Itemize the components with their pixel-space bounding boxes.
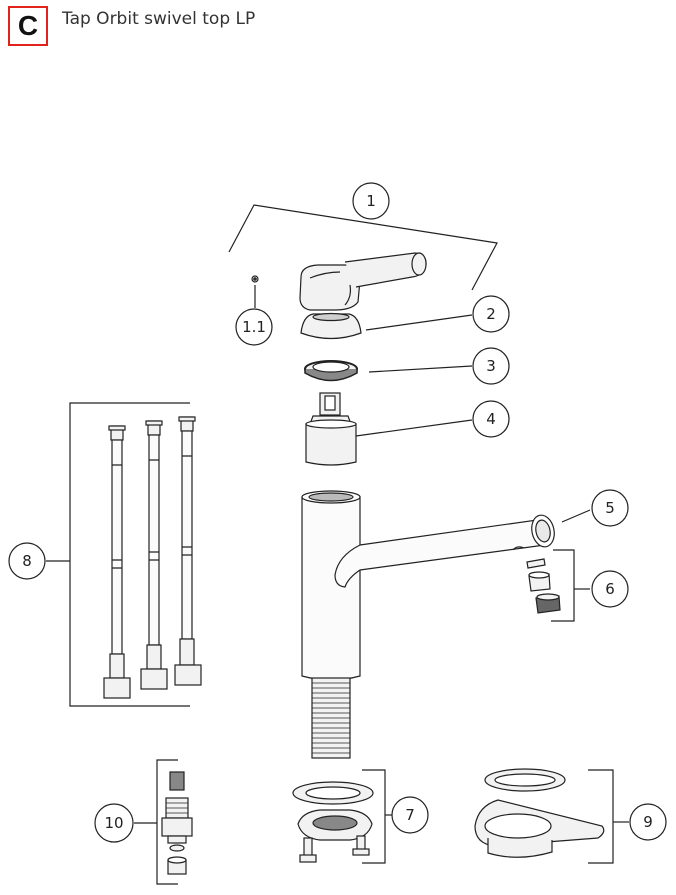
callout-1-1: 1.1	[235, 308, 273, 346]
locking-nut-part	[304, 360, 358, 382]
callout-label: 6	[605, 580, 615, 598]
callout-label: 10	[104, 814, 123, 832]
leader-lines	[46, 285, 629, 824]
mounting-kit-part	[292, 769, 386, 864]
check-valve-part	[156, 759, 193, 885]
callout-label: 1	[366, 192, 376, 210]
callout-label: 2	[486, 305, 496, 323]
callout-label: 4	[486, 410, 496, 428]
callout-label: 9	[643, 813, 653, 831]
callout-7: 7	[391, 796, 429, 834]
callout-label: 1.1	[242, 318, 266, 336]
bracket-1	[228, 204, 498, 291]
callout-5: 5	[591, 489, 629, 527]
callout-label: 5	[605, 499, 615, 517]
grub-screw-part	[251, 275, 259, 283]
callout-6: 6	[591, 570, 629, 608]
callout-label: 7	[405, 806, 415, 824]
callout-10: 10	[94, 803, 134, 843]
callout-4: 4	[472, 400, 510, 438]
section-badge: C	[8, 6, 48, 46]
lever-handle-part	[299, 252, 427, 311]
flexible-hoses-part	[69, 402, 202, 707]
threaded-shank-part	[311, 677, 351, 759]
cover-ring-part	[300, 312, 362, 340]
callout-label: 8	[22, 552, 32, 570]
callout-3: 3	[472, 347, 510, 385]
cartridge-part	[305, 392, 357, 466]
tap-body-part	[301, 490, 555, 681]
callout-label: 3	[486, 357, 496, 375]
base-flange-part	[474, 768, 614, 864]
callout-2: 2	[472, 295, 510, 333]
callout-1: 1	[352, 182, 390, 220]
page-title: Tap Orbit swivel top LP	[62, 9, 256, 29]
aerator-set-part	[526, 549, 575, 622]
section-letter: C	[17, 10, 39, 41]
callout-8: 8	[8, 542, 46, 580]
callout-9: 9	[629, 803, 667, 841]
